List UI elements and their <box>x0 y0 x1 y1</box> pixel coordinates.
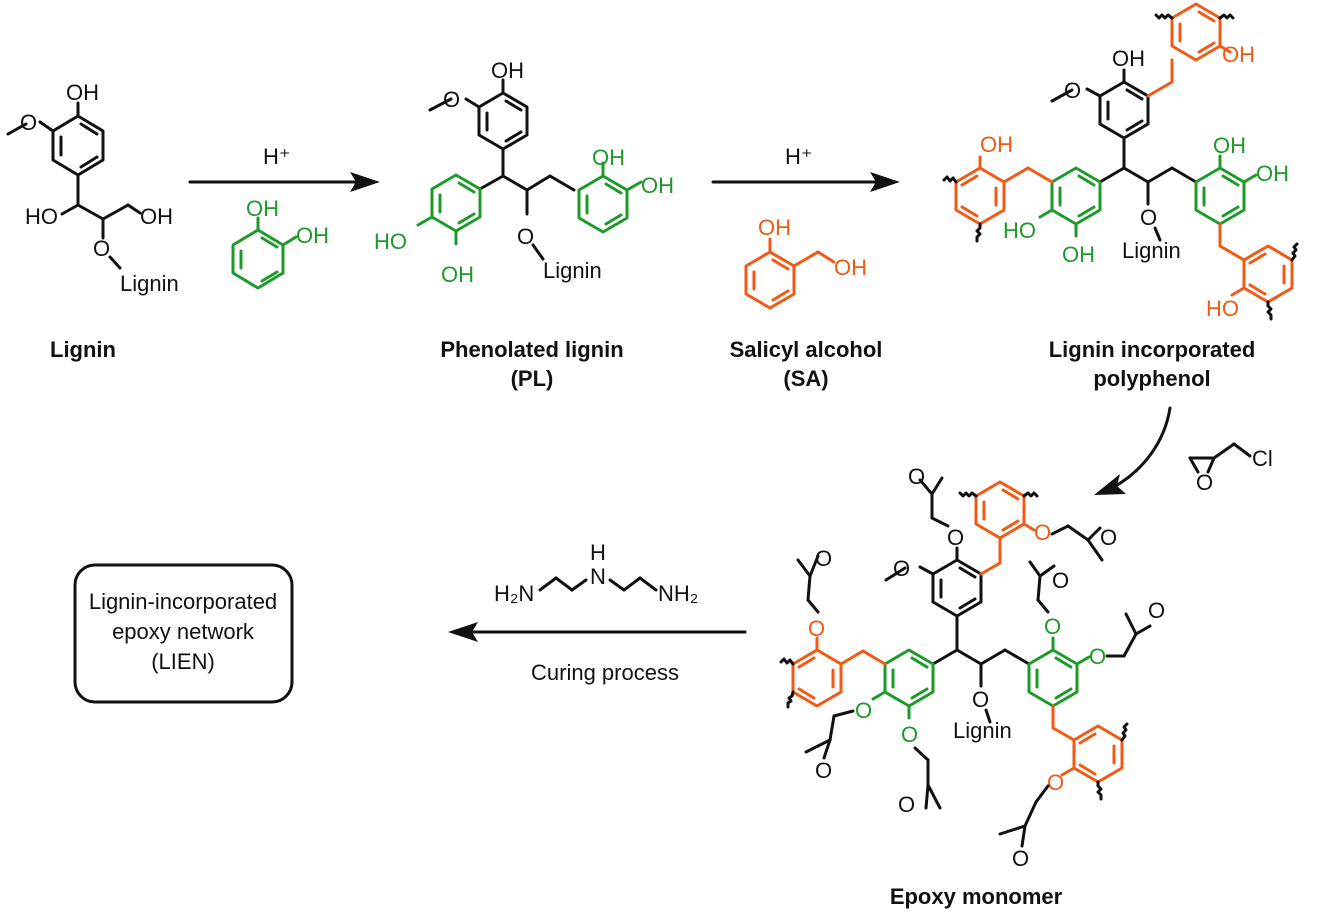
acid-catalyst-label: H⁺ <box>785 144 813 169</box>
lignin-tag: Lignin <box>120 271 179 296</box>
hydroxyl-label: OH <box>1213 133 1246 158</box>
ether-oxygen: O <box>901 722 918 747</box>
epoxide-oxygen: O <box>1148 598 1165 623</box>
lignin-tag: Lignin <box>1122 238 1181 263</box>
hydroxyl-label: OH <box>1062 242 1095 267</box>
methoxy-oxygen: O <box>1064 78 1081 103</box>
ether-oxygen: O <box>972 687 989 712</box>
curing-process-label: Curing process <box>531 660 679 685</box>
methoxy-oxygen: O <box>893 556 910 581</box>
epoxide-oxygen: O <box>908 464 925 489</box>
amine-label: H₂N <box>494 581 534 606</box>
lien-label-line1: Lignin-incorporated <box>89 589 277 614</box>
hydroxyl-label: OH <box>758 215 791 240</box>
methoxy-oxygen: O <box>20 110 37 135</box>
phenolated-lignin-abbrev: (PL) <box>511 366 554 391</box>
hydroxyl-label: OH <box>296 223 329 248</box>
epoxy-monomer-label: Epoxy monomer <box>890 884 1063 909</box>
hydroxyl-label: OH <box>1112 46 1145 71</box>
salicyl-alcohol-reagent: OH OH <box>744 215 867 310</box>
epoxy-monomer-structure: O O O O O O Lignin O O <box>779 464 1165 871</box>
epoxide-oxygen: O <box>1196 470 1213 495</box>
salicyl-alcohol-abbrev: (SA) <box>783 366 828 391</box>
hydroxyl-label: OH <box>641 173 674 198</box>
epoxide-oxygen: O <box>1052 568 1069 593</box>
hydroxyl-label: OH <box>834 255 867 280</box>
ether-oxygen: O <box>1140 205 1157 230</box>
hydroxyl-label: OH <box>592 145 625 170</box>
hydroxyl-label: HO <box>25 204 58 229</box>
ether-oxygen: O <box>1044 614 1061 639</box>
hydroxyl-label: HO <box>374 229 407 254</box>
polyphenol-structure: OH O OH OH HO OH OH OH HO O Lignin <box>942 2 1299 321</box>
salicyl-alcohol-label: Salicyl alcohol <box>730 337 883 362</box>
reaction-arrow-3 <box>1094 406 1172 495</box>
hydroxyl-label: HO <box>1206 296 1239 321</box>
hydroxyl-label: OH <box>1256 161 1289 186</box>
deta-reagent: H₂N N H NH₂ <box>494 540 698 606</box>
lignin-tag: Lignin <box>543 258 602 283</box>
lignin-structure: OH O HO OH O Lignin <box>6 80 179 296</box>
epoxide-oxygen: O <box>815 546 832 571</box>
phenolated-lignin-label: Phenolated lignin <box>440 337 623 362</box>
hydroxyl-label: OH <box>491 58 524 83</box>
ether-oxygen: O <box>1089 644 1106 669</box>
lignin-label: Lignin <box>50 337 116 362</box>
hydroxyl-label: HO <box>1003 218 1036 243</box>
reaction-arrow-4 <box>448 622 747 642</box>
hydroxyl-label: OH <box>66 80 99 105</box>
epoxide-oxygen: O <box>815 758 832 783</box>
acid-catalyst-label: H⁺ <box>263 144 291 169</box>
amine-label: N <box>590 564 606 589</box>
amine-hydrogen: H <box>590 540 606 565</box>
ether-oxygen: O <box>1047 770 1064 795</box>
hydroxyl-label: OH <box>1222 42 1255 67</box>
amine-label: NH₂ <box>658 581 698 606</box>
polyphenol-label: Lignin incorporated <box>1049 337 1256 362</box>
lien-label-line3: (LIEN) <box>151 649 215 674</box>
ether-oxygen: O <box>517 224 534 249</box>
ether-oxygen: O <box>93 236 110 261</box>
ether-oxygen: O <box>1034 520 1051 545</box>
methoxy-oxygen: O <box>443 87 460 112</box>
lien-label-line2: epoxy network <box>112 619 255 644</box>
epoxide-oxygen: O <box>1100 525 1117 550</box>
epoxide-oxygen: O <box>898 792 915 817</box>
ether-oxygen: O <box>855 698 872 723</box>
reaction-arrow-2 <box>711 172 900 192</box>
reaction-arrow-1 <box>188 172 380 192</box>
epoxide-oxygen: O <box>1012 846 1029 871</box>
chlorine-label: Cl <box>1252 446 1273 471</box>
lignin-tag: Lignin <box>953 718 1012 743</box>
lien-product-box: Lignin-incorporated epoxy network (LIEN) <box>73 563 294 704</box>
epichlorohydrin-reagent: O Cl <box>1188 442 1273 495</box>
hydroxyl-label: OH <box>441 262 474 287</box>
hydroxyl-label: OH <box>980 132 1013 157</box>
hydroxyl-label: OH <box>140 204 173 229</box>
ether-oxygen: O <box>808 616 825 641</box>
catechol-reagent: OH OH <box>231 196 329 290</box>
phenolated-lignin-structure: OH O HO OH OH OH O Lignin <box>374 58 674 287</box>
hydroxyl-label: OH <box>246 196 279 221</box>
ether-oxygen: O <box>947 525 964 550</box>
polyphenol-label-line2: polyphenol <box>1093 366 1210 391</box>
